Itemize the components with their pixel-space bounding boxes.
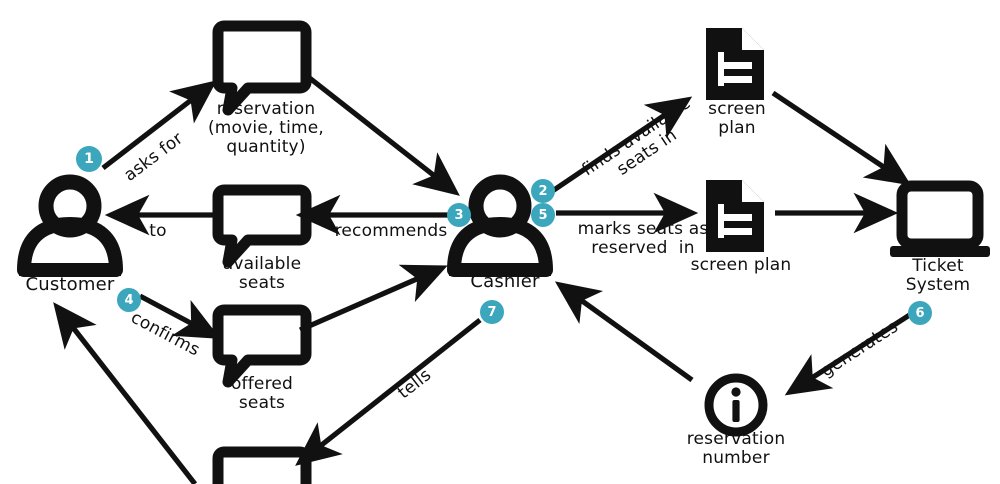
step-badge-1[interactable]: 1 (76, 146, 102, 172)
step-badge-4[interactable]: 4 (117, 288, 141, 312)
step-badge-2[interactable]: 2 (531, 179, 555, 203)
speech-bubble-icon (212, 184, 312, 268)
step-badge-7[interactable]: 7 (480, 300, 504, 324)
laptop-icon (890, 180, 990, 257)
step-badge-5[interactable]: 5 (531, 203, 555, 227)
label-reservation-bubble: reservation (movie, time, quantity) (207, 99, 325, 157)
edge-offered-to-cashier (298, 264, 448, 333)
edge-label-marks-seats: marks seats as reserved in (577, 219, 709, 258)
label-offered-seats: offered seats (230, 374, 294, 413)
edge-reservation-to-cashier (305, 73, 460, 196)
label-screen-plan-mid: screen plan (690, 255, 792, 275)
edge-label-recommends: recommends (334, 221, 448, 241)
edge-resnum-to-cashier (554, 281, 694, 383)
info-icon (704, 373, 768, 437)
label-customer: Customer (25, 274, 115, 295)
label-cashier: Cashier (470, 271, 540, 292)
edge-generates (784, 304, 924, 396)
label-ticket-system: Ticket System (905, 256, 971, 295)
edge-finds-available (549, 96, 693, 195)
edge-bottom-to-customer (53, 302, 198, 484)
edge-screenplan-top-to-ticket (771, 90, 912, 186)
edge-asks-for (101, 80, 217, 171)
person-icon (447, 174, 553, 277)
speech-bubble-icon (212, 20, 312, 116)
speech-bubble-icon (212, 446, 312, 484)
step-badge-3[interactable]: 3 (447, 203, 471, 227)
document-icon (706, 180, 764, 252)
document-icon (706, 28, 764, 100)
speech-bubble-icon (212, 304, 312, 388)
label-screen-plan-top: screen plan (708, 99, 766, 138)
label-reservation-number: reservation number (686, 429, 786, 468)
edge-label-to: to (149, 221, 167, 241)
edge-confirms (138, 293, 221, 339)
person-icon (17, 174, 123, 277)
label-available-seats: available seats (222, 254, 302, 293)
edge-tells (295, 317, 482, 466)
step-badge-6[interactable]: 6 (908, 301, 932, 325)
